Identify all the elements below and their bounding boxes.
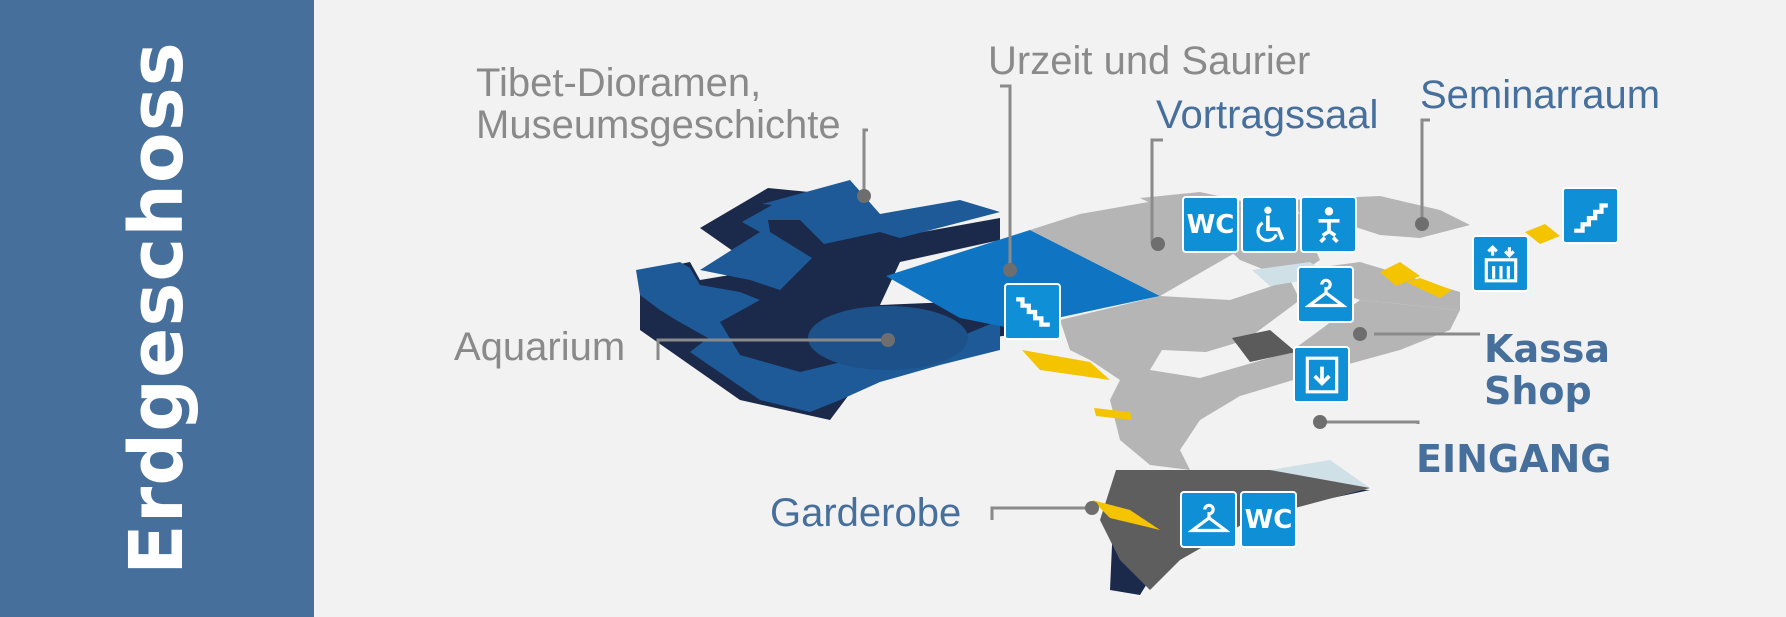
urzeit-saurier-area (886, 230, 1160, 328)
label-vortragssaal: Vortragssaal (1156, 93, 1379, 137)
label-aquarium: Aquarium (454, 325, 626, 369)
label-kassa: Kassa (1484, 327, 1610, 371)
baby-changing-icon (1300, 196, 1357, 253)
label-urzeit: Urzeit und Saurier (988, 39, 1311, 83)
aquarium-wing (636, 262, 1000, 412)
garderobe-area (1100, 470, 1370, 590)
dark-room (1232, 330, 1296, 362)
stairs-icon (1004, 283, 1061, 340)
wc-icon: WC (1182, 196, 1239, 253)
coat-hanger-icon-garderobe (1180, 491, 1237, 548)
label-seminarraum: Seminarraum (1420, 73, 1661, 117)
label-garderobe: Garderobe (770, 491, 962, 535)
entrance-icon (1293, 346, 1350, 403)
wc-icon-garderobe: WC (1240, 491, 1297, 548)
elevator-icon (1472, 235, 1529, 292)
central-hall (1060, 280, 1460, 470)
label-eingang: EINGANG (1416, 437, 1612, 481)
floor-sidebar: Erdgeschoss (0, 0, 314, 617)
stairs (1022, 224, 1560, 530)
leader-dots (857, 189, 1429, 515)
label-tibet-line1: Tibet-Dioramen, (476, 61, 762, 105)
stairs-icon-east (1562, 187, 1619, 244)
label-shop: Shop (1484, 369, 1592, 413)
coat-hanger-icon (1297, 266, 1354, 323)
leader-lines (656, 84, 1480, 520)
tibet-dioramen-area (700, 180, 1000, 290)
label-tibet-line2: Museumsgeschichte (476, 103, 841, 147)
wheelchair-icon (1241, 196, 1298, 253)
